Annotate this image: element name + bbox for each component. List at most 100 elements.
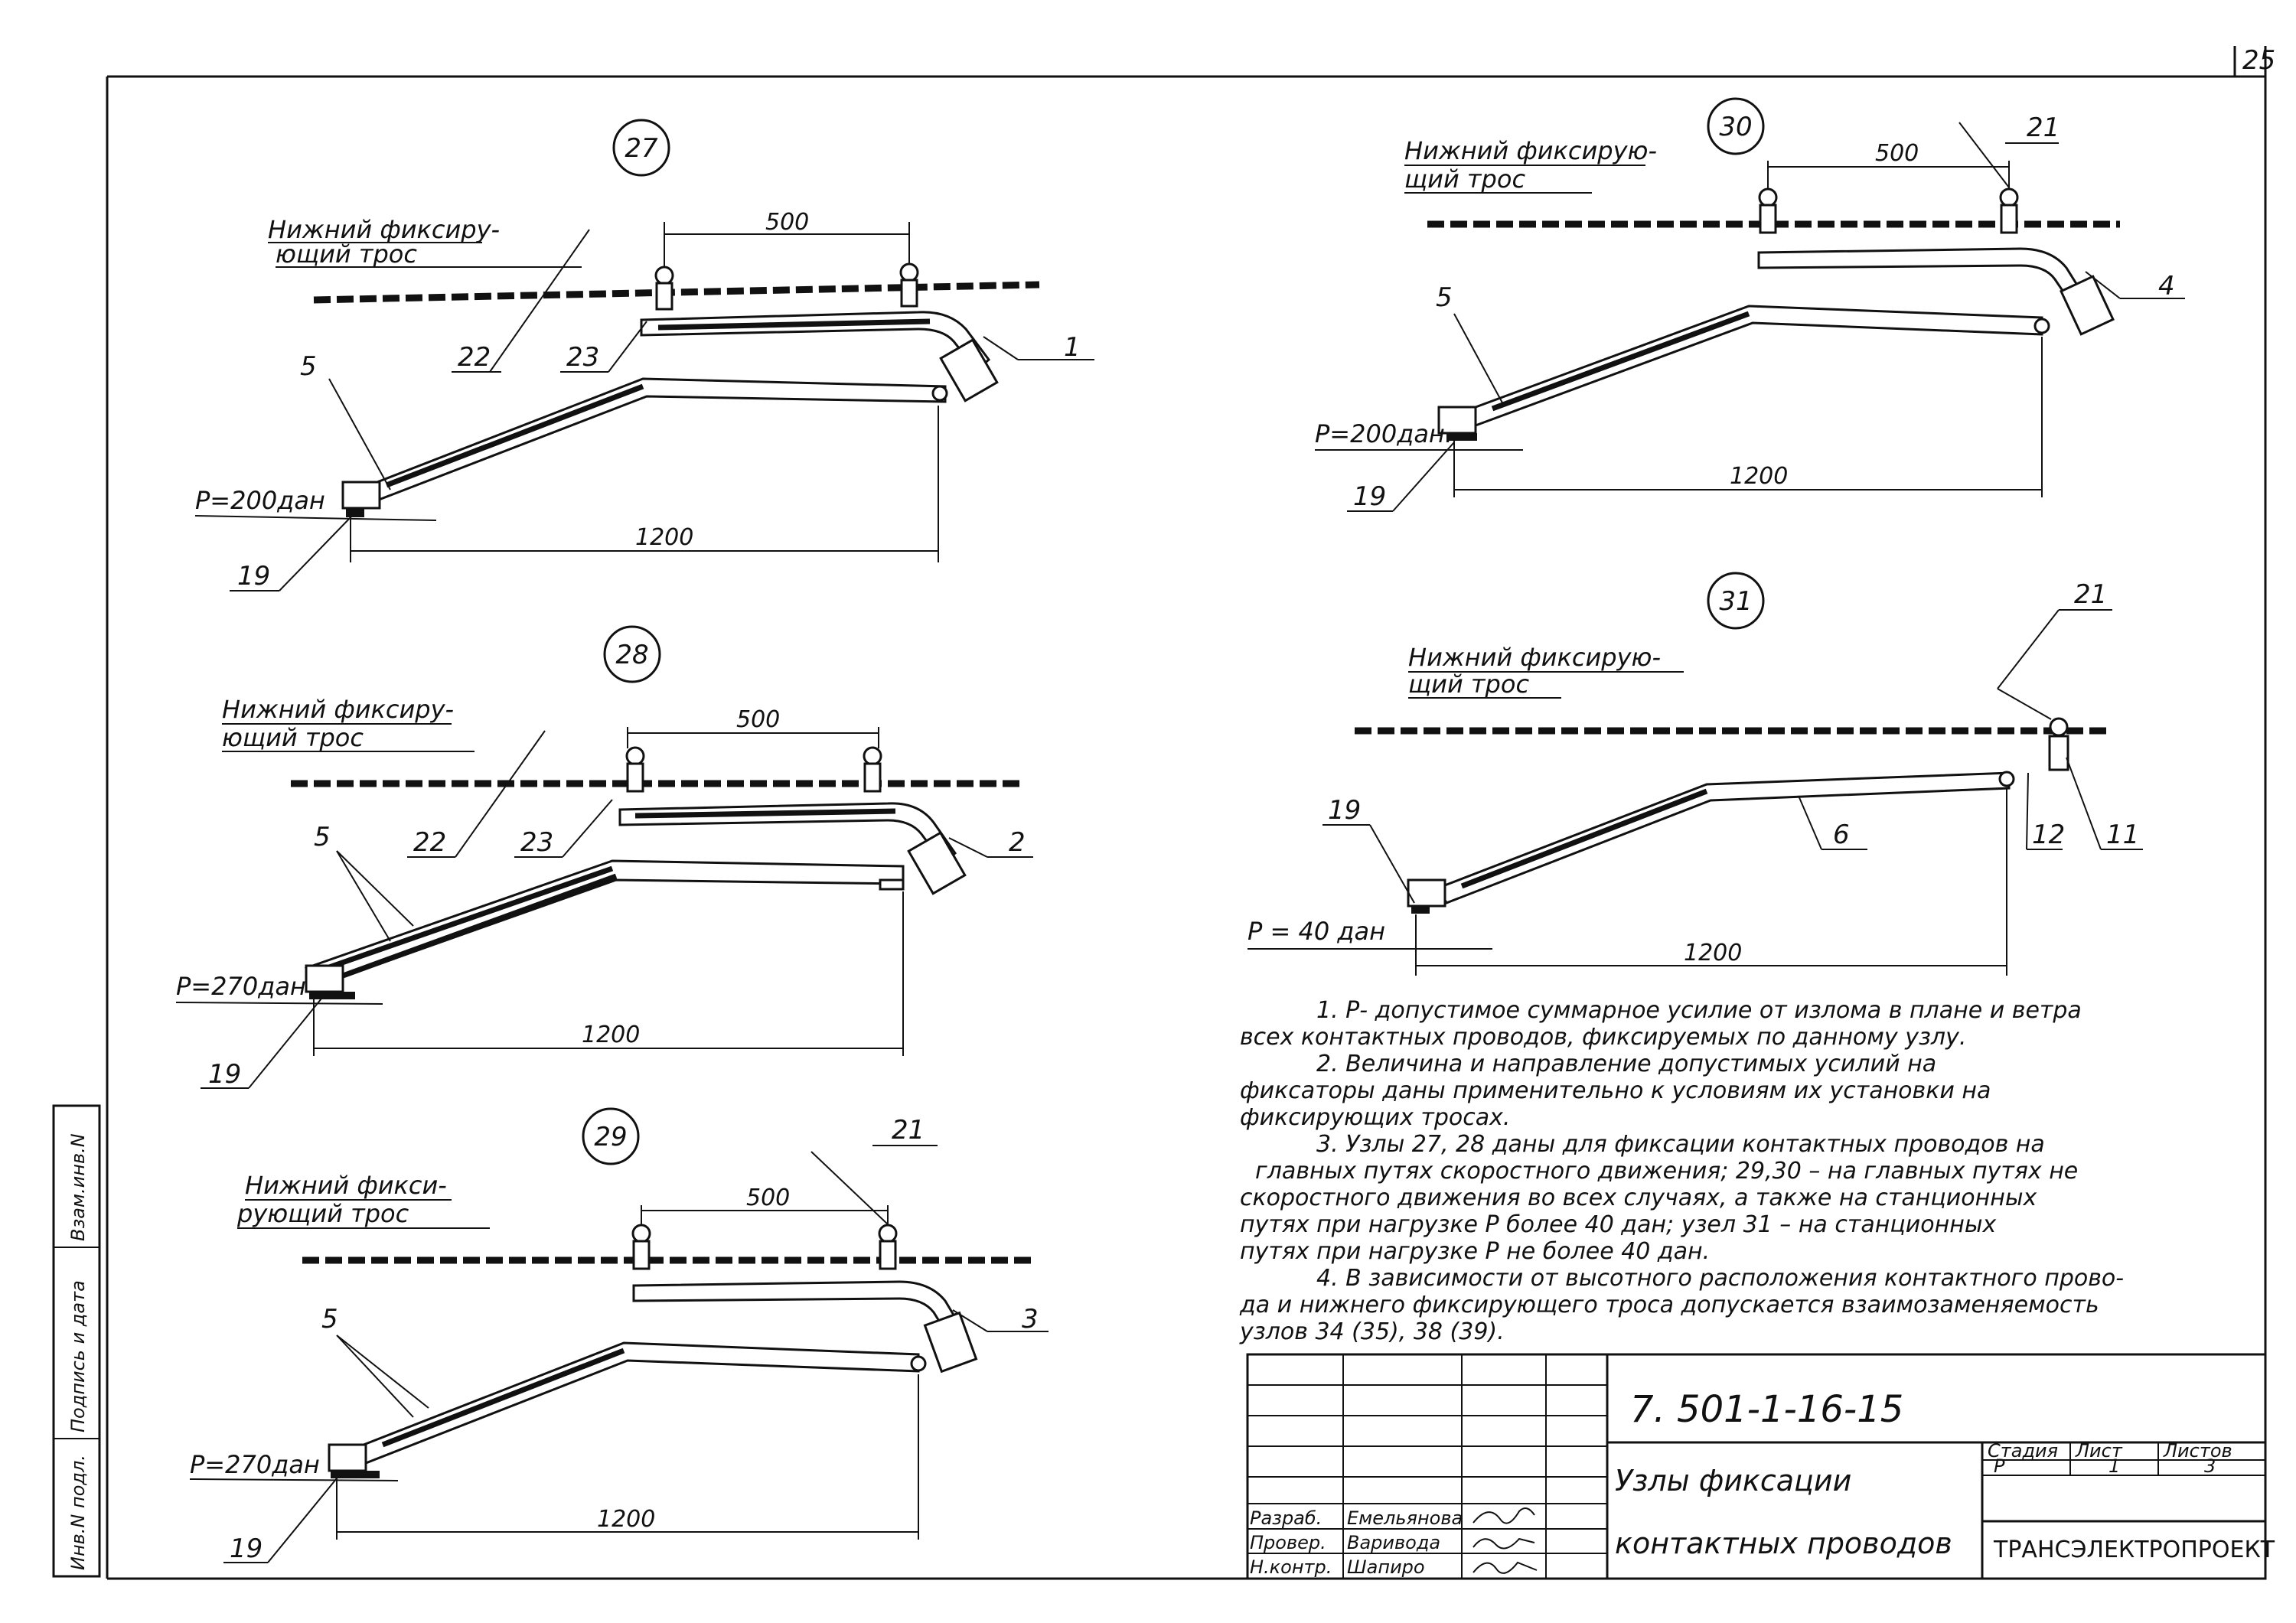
node-29-number: 29 [594, 1122, 627, 1152]
node-29-cable-label-2: рующий трос [236, 1199, 409, 1228]
note-line-6: 3. Узлы 27, 28 даны для фиксации контакт… [1316, 1131, 2045, 1158]
node-28-part-19: 19 [208, 1059, 241, 1090]
node-31-part-6: 6 [1833, 820, 1850, 850]
document-code: 7. 501-1-16-15 [1630, 1388, 1903, 1431]
node-28-part-22: 22 [413, 827, 446, 858]
node-30-part-5: 5 [1436, 282, 1453, 313]
node-27-number: 27 [625, 133, 658, 164]
node-27-part-22: 22 [458, 342, 491, 373]
node-29-load: P=270дан [190, 1450, 320, 1479]
node-29: 29 Нижний фикси- рующий трос 500 1200 P=… [189, 1107, 1049, 1564]
note-line-3: 2. Величина и направление допустимых уси… [1316, 1051, 1936, 1077]
sheet-value: 1 [2108, 1455, 2120, 1477]
title-line-1: Узлы фиксации [1615, 1464, 1851, 1498]
node-31-part-11: 11 [2106, 820, 2139, 850]
node-30-cable-label-2: щий трос [1404, 165, 1525, 194]
side-stamp: Инв.N подл. Подпись и дата Взам.инв.N [52, 1104, 101, 1578]
node-29-part-19: 19 [230, 1533, 263, 1564]
sheet-frame: 25 [106, 45, 2275, 1580]
node-30-span: 500 [1875, 140, 1919, 167]
node-31-part-12: 12 [2032, 820, 2065, 850]
node-31: 31 Нижний фиксирую- щий трос 1200 P = 40… [1247, 572, 2143, 976]
signature-norm-control [1473, 1561, 1538, 1574]
node-27-load: P=200дан [195, 486, 325, 515]
node-28-part-5: 5 [314, 822, 331, 852]
node-31-cable-label-2: щий трос [1408, 670, 1529, 699]
node-31-part-21: 21 [2074, 579, 2107, 610]
node-28-part-2: 2 [1009, 827, 1026, 858]
node-29-part-21: 21 [892, 1115, 925, 1146]
node-29-cable-label-1: Нижний фикси- [245, 1171, 447, 1200]
signature-checker [1473, 1537, 1535, 1550]
name-checker: Варивода [1347, 1532, 1440, 1553]
role-norm-control: Н.контр. [1250, 1556, 1332, 1578]
stamp-original-inventory: Инв.N подл. [67, 1455, 89, 1570]
sheet-label: Лист [2075, 1440, 2123, 1462]
node-27-cable-label-1: Нижний фиксиру- [268, 215, 500, 244]
node-30-load: P=200дан. [1315, 419, 1453, 448]
node-27-part-19: 19 [237, 561, 270, 592]
node-28-span: 500 [736, 706, 780, 733]
node-27: 27 Нижний фиксиру- ющий трос 500 1200 P=… [194, 119, 1094, 592]
organization-name: ТРАНСЭЛЕКТРОПРОЕКТ [1993, 1537, 2275, 1563]
node-31-number: 31 [1719, 586, 1752, 617]
name-norm-control: Шапиро [1347, 1556, 1425, 1578]
note-line-10: путях при нагрузке Р не более 40 дан. [1240, 1238, 1710, 1265]
node-29-part-5: 5 [321, 1304, 338, 1335]
node-28-length: 1200 [582, 1022, 640, 1048]
note-line-5: фиксирующих тросах. [1240, 1104, 1510, 1131]
node-30-number: 30 [1719, 112, 1752, 142]
sheets-value: 3 [2204, 1455, 2216, 1477]
note-line-12: да и нижнего фиксирующего троса допускае… [1239, 1292, 2099, 1318]
node-30-part-19: 19 [1353, 481, 1386, 512]
node-27-cable-label-2: ющий трос [276, 240, 417, 269]
node-27-part-23: 23 [566, 342, 599, 373]
sheets-label: Листов [2163, 1440, 2232, 1462]
node-31-badge [1707, 572, 1765, 630]
stamp-replacement-inventory: Взам.инв.N [67, 1133, 89, 1241]
note-line-2: всех контактных проводов, фиксируемых по… [1240, 1024, 1966, 1051]
title-block: 7. 501-1-16-15 Узлы фиксации контактных … [1246, 1353, 2275, 1580]
note-line-13: узлов 34 (35), 38 (39). [1239, 1318, 1505, 1345]
note-line-11: 4. В зависимости от высотного расположен… [1316, 1265, 2124, 1292]
node-30: 30 Нижний фиксирую- щий трос 500 1200 P=… [1315, 97, 2185, 512]
sheet-number: 25 [2242, 45, 2275, 76]
node-28-number: 28 [615, 640, 648, 670]
node-31-length: 1200 [1684, 940, 1742, 966]
stage-value: Р [1994, 1455, 2005, 1477]
node-28-load: P=270дан [176, 972, 306, 1001]
node-29-length: 1200 [597, 1506, 655, 1533]
note-line-9: путях при нагрузке Р более 40 дан; узел … [1240, 1211, 1997, 1238]
node-28-badge [603, 625, 661, 683]
notes-block: 1. Р- допустимое суммарное усилие от изл… [1239, 997, 2124, 1345]
node-30-part-4: 4 [2158, 271, 2175, 301]
node-28-cable-label-1: Нижний фиксиру- [222, 695, 454, 724]
note-line-1: 1. Р- допустимое суммарное усилие от изл… [1316, 997, 2082, 1024]
node-28-part-23: 23 [520, 827, 553, 858]
role-developer: Разраб. [1250, 1507, 1322, 1529]
note-line-7: главных путях скоростного движения; 29,3… [1255, 1158, 2078, 1185]
node-28-cable-label-2: ющий трос [222, 723, 364, 752]
node-27-badge [612, 119, 670, 177]
node-27-span: 500 [765, 209, 809, 236]
node-27-cable [313, 281, 1040, 304]
node-31-cable-label-1: Нижний фиксирую- [1408, 643, 1661, 672]
node-29-part-3: 3 [1022, 1304, 1039, 1335]
node-30-cable-label-1: Нижний фиксирую- [1404, 136, 1657, 165]
node-27-length: 1200 [635, 524, 693, 551]
node-30-badge [1707, 97, 1765, 155]
signature-developer [1473, 1507, 1535, 1524]
stamp-signature-date: Подпись и дата [67, 1280, 89, 1432]
node-29-badge [582, 1107, 640, 1165]
name-developer: Емельянова [1347, 1507, 1463, 1529]
node-31-load: P = 40 дан [1247, 917, 1385, 946]
title-line-2: контактных проводов [1615, 1527, 1952, 1560]
node-28: 28 Нижний фиксиру- ющий трос 500 1200 P=… [175, 625, 1033, 1090]
note-line-4: фиксаторы даны применительно к условиям … [1240, 1077, 1991, 1104]
node-27-part-5: 5 [300, 351, 317, 382]
role-checker: Провер. [1250, 1532, 1326, 1553]
stage-label: Стадия [1988, 1440, 2058, 1462]
node-30-part-21: 21 [2027, 112, 2060, 143]
node-27-part-1: 1 [1064, 332, 1081, 363]
